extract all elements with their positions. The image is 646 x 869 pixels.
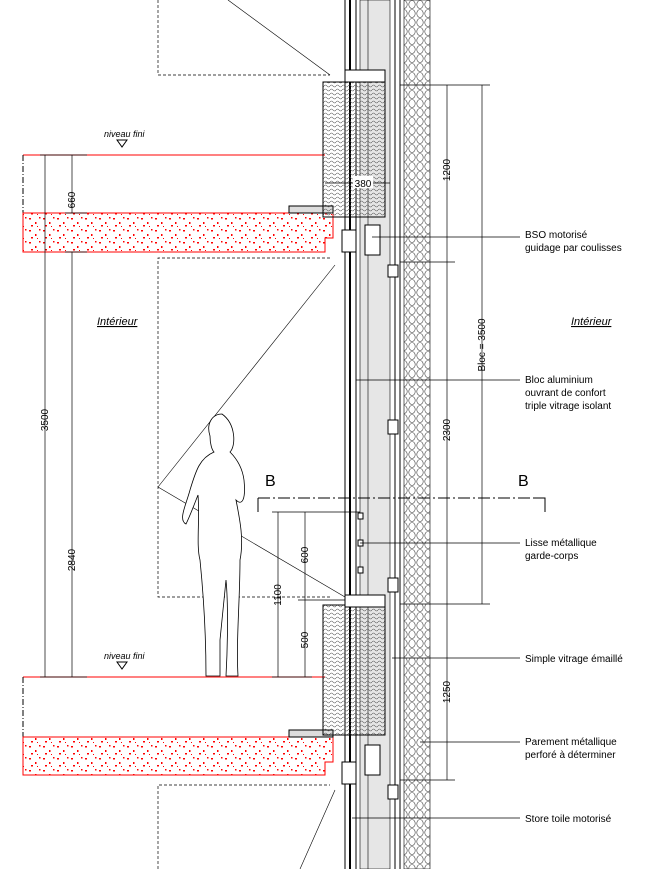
dim-2840: 2840	[67, 548, 78, 571]
dim-bloc: Bloc = 3500	[477, 318, 488, 372]
room-outlines	[157, 0, 330, 869]
lower-slab	[22, 676, 334, 776]
interior-label-right: Intérieur	[571, 316, 613, 328]
interior-label-left: Intérieur	[97, 316, 139, 328]
section-label-right: B	[518, 473, 529, 490]
dim-1200: 1200	[442, 158, 453, 181]
dim-380: 380	[355, 179, 372, 190]
dim-3500: 3500	[40, 408, 51, 431]
level-marker-top: niveau fini	[104, 129, 146, 148]
niveau-fini-label: niveau fini	[104, 651, 146, 661]
person-silhouette	[182, 413, 245, 677]
callout-simple-vitrage: Simple vitrage émaillé	[525, 654, 623, 665]
facade-wall	[322, 0, 431, 869]
dim-1100: 1100	[273, 584, 284, 606]
niveau-fini-label: niveau fini	[104, 129, 146, 139]
callout-leaders	[352, 236, 520, 819]
level-marker-bottom: niveau fini	[104, 651, 146, 670]
section-line-b	[257, 497, 546, 512]
dim-1250: 1250	[442, 680, 453, 703]
section-label-left: B	[265, 473, 276, 490]
dim-500: 500	[300, 631, 311, 648]
callout-store: Store toile motorisé	[525, 814, 612, 825]
dim-600: 600	[300, 546, 311, 563]
dim-660: 660	[67, 191, 78, 208]
dim-2300: 2300	[442, 418, 453, 441]
